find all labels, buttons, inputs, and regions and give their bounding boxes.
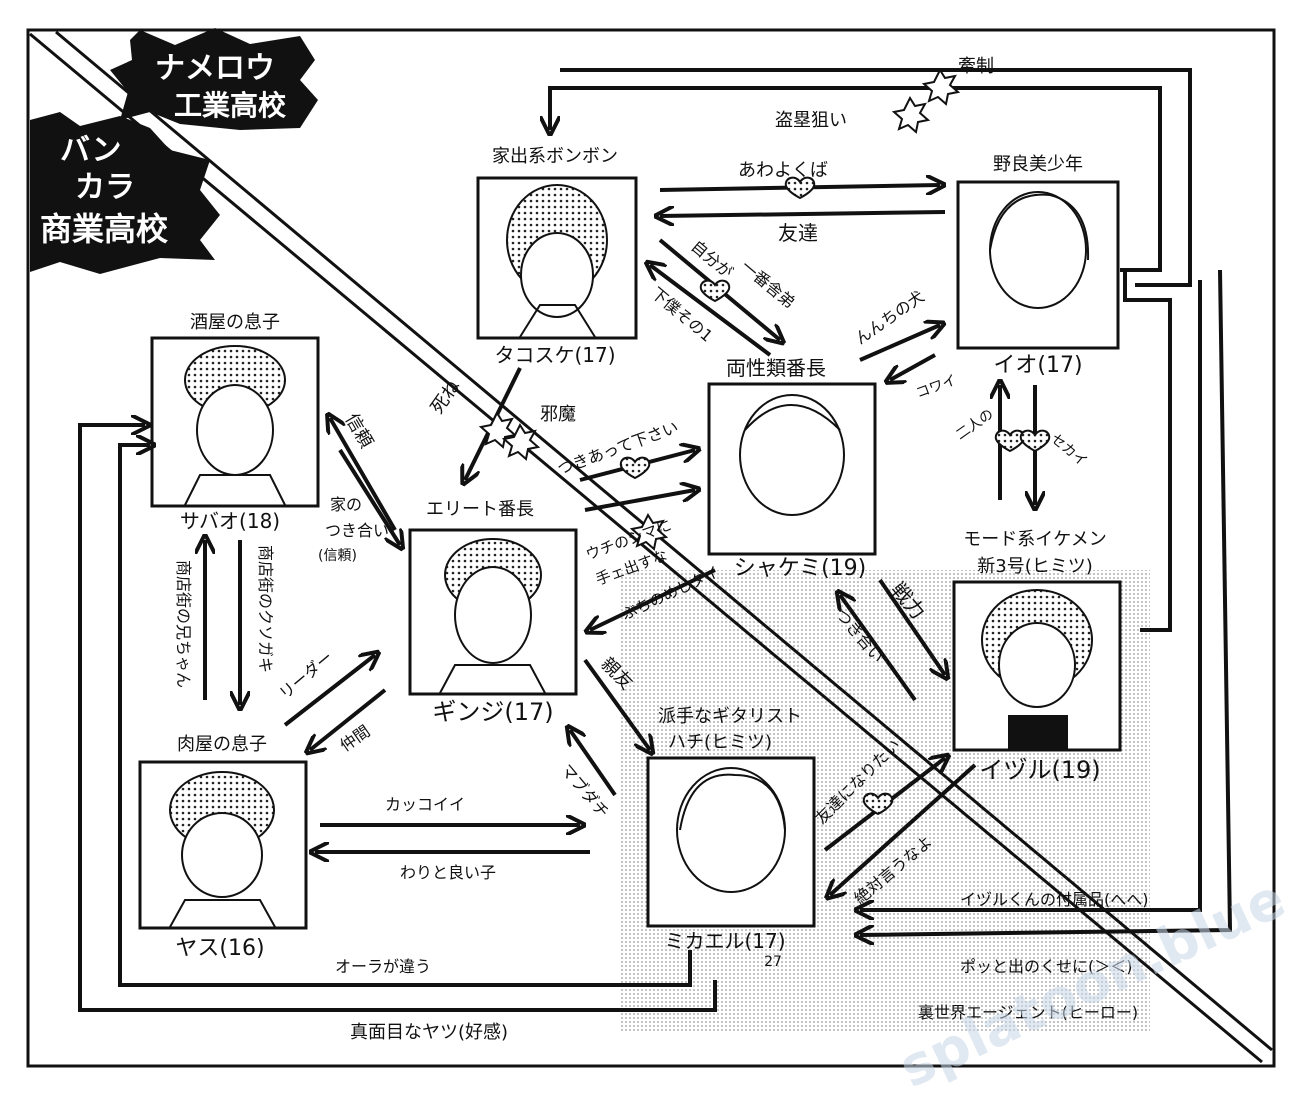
role-shakemi: 両性類番長 — [726, 356, 826, 380]
rel-pot-de: ポッと出のくせに(＞＜) — [960, 957, 1133, 976]
school-left-line2: カラ — [75, 170, 135, 205]
role2-izuru: 新3号(ヒミツ) — [977, 556, 1093, 577]
heart-icon — [1019, 429, 1051, 453]
spark-icon — [629, 512, 669, 551]
portrait-ginji — [408, 528, 578, 696]
rel-shinrai-paren: (信頼) — [318, 548, 357, 564]
portrait-mikael — [646, 756, 816, 928]
name-sabao: サバオ(18) — [180, 509, 280, 533]
portrait-io — [956, 180, 1120, 350]
rel-ura-sekai: 裏世界エージェント(ヒーロー) — [918, 1003, 1138, 1022]
school-left-line3: 商業高校 — [40, 210, 168, 248]
name-takosuke: タコスケ(17) — [494, 343, 615, 367]
school-top-line1: ナメロウ — [155, 51, 275, 86]
rel-jama: 邪魔 — [540, 404, 576, 425]
rel-awayokuba: あわよくば — [738, 160, 828, 181]
role-io: 野良美少年 — [993, 154, 1083, 175]
role-yasu: 肉屋の息子 — [177, 734, 267, 755]
rel-shoutengai-kusogaki: 商店街のクソガキ — [256, 545, 275, 673]
spark-icon — [891, 95, 931, 134]
heart-icon — [784, 176, 816, 200]
heart-icon — [862, 792, 894, 816]
rel-tomodachi: 友達 — [778, 221, 818, 245]
rel-izuru-fuzokuhin: イヅルくんの付属品(へへ) — [960, 890, 1149, 909]
school-top-line2: 工業高校 — [174, 89, 287, 122]
spark-icon — [921, 67, 961, 106]
role1-izuru: モード系イケメン — [963, 529, 1106, 550]
role-sabao: 酒屋の息子 — [190, 312, 280, 333]
portrait-izuru — [952, 580, 1122, 752]
name-shakemi: シャケミ(19) — [734, 556, 867, 581]
arrows — [78, 68, 1233, 1012]
name-ginji: ギンジ(17) — [432, 698, 553, 726]
rel-tourui-nerai: 盗塁狙い — [775, 110, 847, 131]
spark-icons — [478, 67, 961, 551]
divider-line-1 — [29, 32, 1263, 1064]
rel-aura: オーラが違う — [335, 957, 431, 976]
rel-shoutengai-aniki: 商店街の兄ちゃん — [174, 560, 193, 688]
portrait-yasu — [138, 760, 308, 930]
name-mikael: ミカエル(17) — [664, 929, 785, 953]
school-badge-top: ナメロウ 工業高校 — [110, 28, 318, 130]
name-yasu: ヤス(16) — [175, 936, 264, 961]
rel-ie-no: 家の — [330, 495, 362, 514]
school-left-line1: バン — [60, 133, 122, 168]
spark-icon — [478, 410, 518, 449]
heart-icon — [619, 456, 651, 480]
role1-mikael: 派手なギタリスト — [658, 706, 802, 727]
school-badge-left: バン カラ 商業高校 — [30, 112, 220, 274]
heart-icons — [619, 176, 1051, 816]
rel-kakkoii: カッコイイ — [385, 795, 465, 814]
rel-warito-yoiko: わりと良い子 — [400, 863, 496, 882]
name-sub-mikael: 27 — [764, 954, 782, 970]
portrait-takosuke — [476, 176, 638, 340]
role-ginji: エリート番長 — [426, 499, 534, 520]
role-takosuke: 家出系ボンボン — [492, 146, 618, 167]
rel-seisei: 牽制 — [958, 56, 994, 77]
name-izuru: イヅル(19) — [979, 756, 1100, 784]
name-io: イオ(17) — [993, 353, 1082, 378]
portrait-shakemi — [707, 382, 877, 556]
portrait-sabao — [150, 336, 320, 508]
heart-icon — [699, 279, 731, 303]
spark-icon — [501, 422, 541, 461]
role2-mikael: ハチ(ヒミツ) — [668, 732, 772, 753]
rel-majime: 真面目なヤツ(好感) — [350, 1022, 508, 1043]
divider-line-2 — [55, 30, 1273, 1052]
rel-tsukiai-ie: つき合い — [325, 521, 389, 540]
